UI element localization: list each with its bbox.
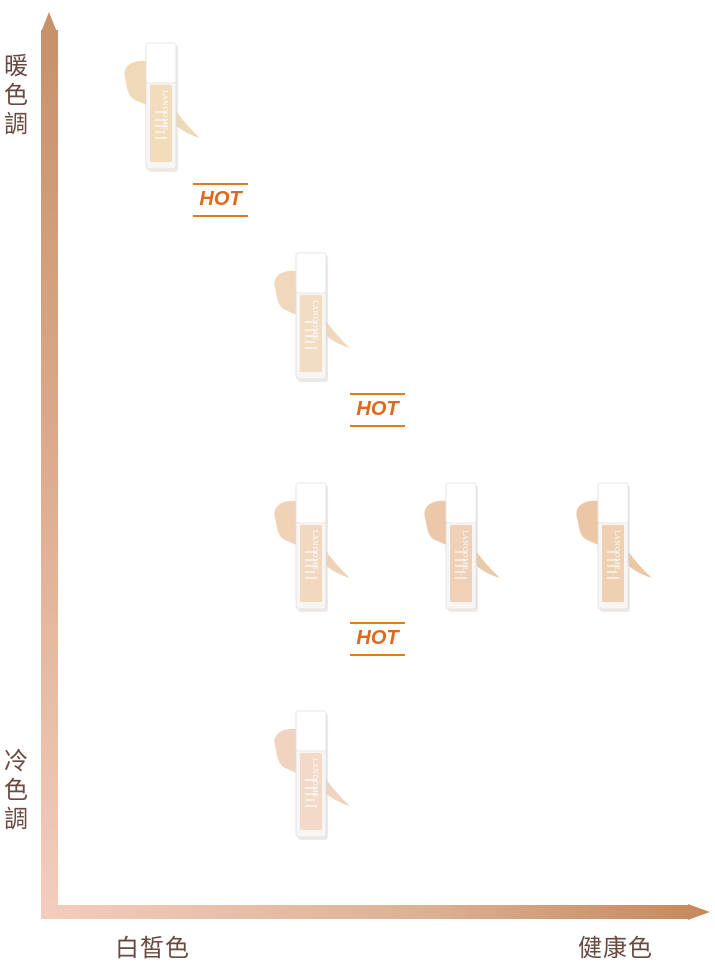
foundation-bottle-1[interactable]: LANCOME: [115, 40, 215, 175]
hot-badge: HOT: [350, 622, 405, 656]
hot-badge: HOT: [193, 183, 248, 217]
foundation-bottle-3[interactable]: LANCOME: [265, 480, 365, 615]
brand-text: LANCOME: [461, 530, 469, 571]
fair-skin-label: 白皙色: [115, 934, 190, 962]
y-axis-warm-cool: [41, 30, 58, 915]
foundation-bottle-5[interactable]: LANCOME: [567, 480, 667, 615]
x-axis-fair-tan: [41, 905, 691, 919]
tan-skin-label: 健康色: [578, 934, 653, 962]
foundation-bottle-2[interactable]: LANCOME: [265, 250, 365, 385]
hot-badge: HOT: [350, 393, 405, 427]
x-axis-arrow-icon: [688, 904, 710, 920]
y-axis-arrow-icon: [41, 12, 57, 32]
brand-text: LANCOME: [311, 300, 319, 341]
brand-text: LANCOME: [613, 530, 621, 571]
brand-text: LANCOME: [161, 90, 169, 131]
brand-text: LANCOME: [311, 530, 319, 571]
foundation-bottle-4[interactable]: LANCOME: [415, 480, 515, 615]
brand-text: LANCOME: [311, 758, 319, 799]
cool-tone-label: 冷 色 調: [4, 747, 28, 833]
warm-tone-label: 暖 色 調: [4, 52, 28, 138]
foundation-bottle-6[interactable]: LANCOME: [265, 708, 365, 843]
